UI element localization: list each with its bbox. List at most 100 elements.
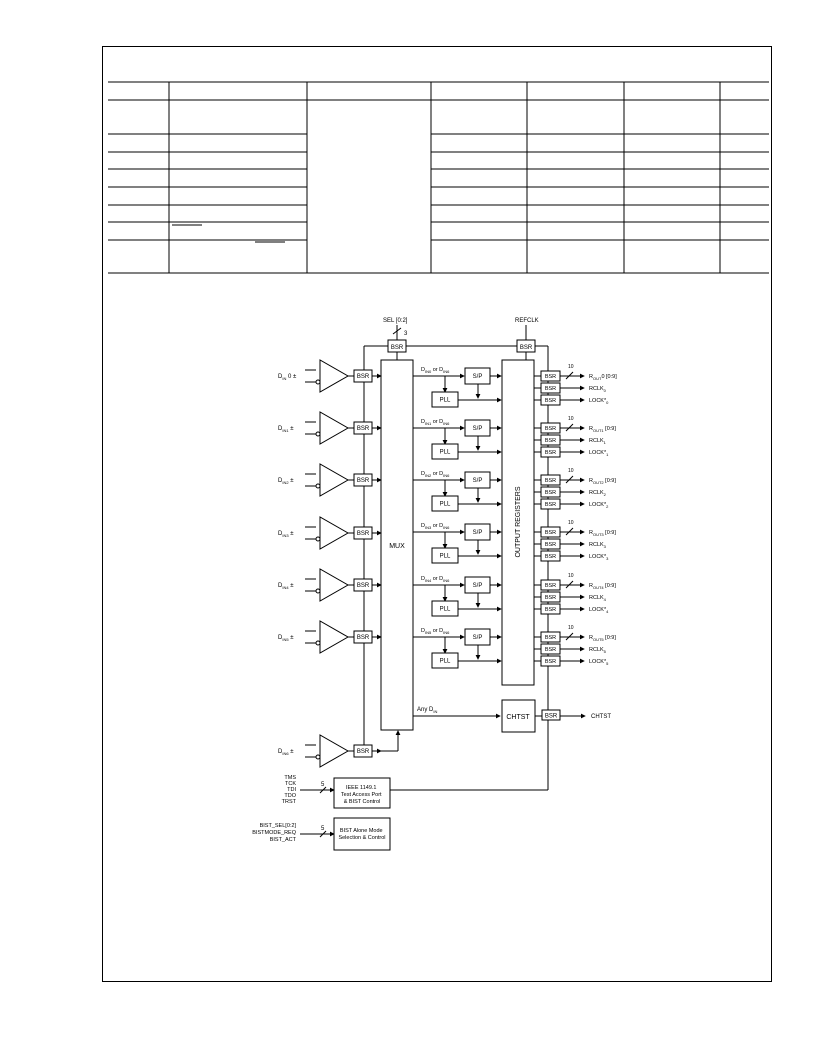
chtst-block — [501, 699, 536, 733]
chtst-block-label: CHTST — [506, 714, 530, 721]
sel-bsr-label: BSR — [391, 345, 404, 351]
bist-pin-label: BIST_ACT — [270, 837, 297, 843]
sp-block-label: S/P — [473, 635, 483, 641]
mux-block — [380, 359, 414, 731]
lock-label: LOCK*4 — [589, 607, 609, 614]
lock-label: LOCK*1 — [589, 450, 609, 457]
input-label: DIN6 ± — [278, 749, 294, 756]
bus-width-label: 10 — [568, 364, 574, 370]
lock-label: LOCK*5 — [589, 659, 609, 666]
jtag-block — [333, 777, 391, 809]
rout-label: ROUT0 [0:9] — [589, 374, 617, 381]
sel-bsr-box — [387, 339, 407, 353]
input-buffer — [319, 620, 350, 654]
inversion-bubble — [315, 483, 321, 489]
output-bsr-label: BSR — [545, 426, 556, 432]
refclk-bsr-label: BSR — [520, 345, 533, 351]
mux-select-label: DIN1 or DIN6 — [421, 419, 450, 426]
chtst-bsr-label: BSR — [545, 714, 558, 720]
bist-block-label: BIST Alone Mode Selection & Control — [338, 828, 385, 841]
rclk-label: RCLK1 — [589, 438, 607, 445]
bist-width-label: 5 — [321, 826, 325, 832]
page-frame — [102, 46, 772, 982]
pll-block-label: PLL — [440, 607, 451, 613]
input-channel-6: DIN6 ± BSR — [278, 734, 382, 768]
bus-width-label: 10 — [568, 468, 574, 474]
rout-label: ROUT3 [0:9] — [589, 530, 616, 537]
pll-block-label: PLL — [440, 398, 451, 404]
sp-block-label: S/P — [473, 583, 483, 589]
output-bsr-label: BSR — [545, 542, 556, 548]
bus-width-label: 10 — [568, 625, 574, 631]
inversion-bubble — [315, 588, 321, 594]
lock-label: LOCK*2 — [589, 502, 609, 509]
input-bsr-label: BSR — [357, 478, 370, 484]
chtst-out-label: CHTST — [591, 714, 611, 720]
pll-block-label: PLL — [440, 450, 451, 456]
output-bsr-label: BSR — [545, 554, 556, 560]
sp-block-label: S/P — [473, 478, 483, 484]
input-buffer — [319, 463, 350, 497]
input-buffer — [319, 411, 350, 445]
input-buffer — [319, 568, 350, 602]
input-bsr-label: BSR — [357, 374, 370, 380]
input-label: DIN 0 ± — [278, 374, 297, 381]
mux-select-label: DIN3 or DIN6 — [421, 523, 450, 530]
refclk-bsr-box — [516, 339, 536, 353]
input-bsr-label: BSR — [357, 635, 370, 641]
output-registers-label: OUTPUT REGISTERS — [515, 486, 522, 557]
jtag-pin-label: TDI — [287, 787, 296, 793]
input-buffer — [319, 734, 350, 768]
output-bsr-label: BSR — [545, 374, 556, 380]
rclk-label: RCLK5 — [589, 647, 607, 654]
jtag-pin-label: TRST — [282, 799, 297, 805]
rout-label: ROUT1 [0:9] — [589, 426, 616, 433]
output-bsr-label: BSR — [545, 478, 556, 484]
input-bsr-label: BSR — [357, 749, 370, 755]
input-bsr-label: BSR — [357, 583, 370, 589]
pll-block-label: PLL — [440, 554, 451, 560]
output-bsr-label: BSR — [545, 398, 556, 404]
rclk-label: RCLK4 — [589, 595, 607, 602]
output-bsr-label: BSR — [545, 490, 556, 496]
sp-block-label: S/P — [473, 530, 483, 536]
inversion-bubble — [315, 754, 321, 760]
pll-block-label: PLL — [440, 659, 451, 665]
input-label: DIN2 ± — [278, 478, 294, 485]
mux-select-label: DIN0 or DIN6 — [421, 367, 450, 374]
refclk-label: REFCLK — [515, 318, 539, 324]
jtag-pin-label: TDO — [284, 793, 296, 799]
output-bsr-label: BSR — [545, 607, 556, 613]
input-channel-3: DIN3 ±BSR — [278, 516, 382, 550]
output-bsr-label: BSR — [545, 595, 556, 601]
input-bsr-label: BSR — [357, 426, 370, 432]
rout-label: ROUT2 [0:9] — [589, 478, 616, 485]
input-buffer — [319, 359, 350, 393]
rout-label: ROUT5 [0:9] — [589, 635, 616, 642]
output-bsr-label: BSR — [545, 583, 556, 589]
output-bsr-label: BSR — [545, 502, 556, 508]
bist-block — [333, 817, 391, 851]
jtag-pin-label: TCK — [285, 781, 296, 787]
output-bsr-label: BSR — [545, 635, 556, 641]
mux-select-label: DIN2 or DIN6 — [421, 471, 450, 478]
bus-width-label: 10 — [568, 573, 574, 579]
bus-width-label: 10 — [568, 416, 574, 422]
lock-label: LOCK*0 — [589, 398, 609, 405]
jtag-width-label: 5 — [321, 782, 325, 788]
input-channel-1: DIN1 ±BSR — [278, 411, 382, 445]
inversion-bubble — [315, 640, 321, 646]
bist-pin-label: BIST_SEL[0:2] — [260, 823, 297, 829]
sp-block-label: S/P — [473, 374, 483, 380]
inversion-bubble — [315, 431, 321, 437]
inversion-bubble — [315, 536, 321, 542]
pll-block-label: PLL — [440, 502, 451, 508]
input-label: DIN5 ± — [278, 635, 294, 642]
bist-pin-label: BISTMODE_REQ — [252, 830, 296, 836]
